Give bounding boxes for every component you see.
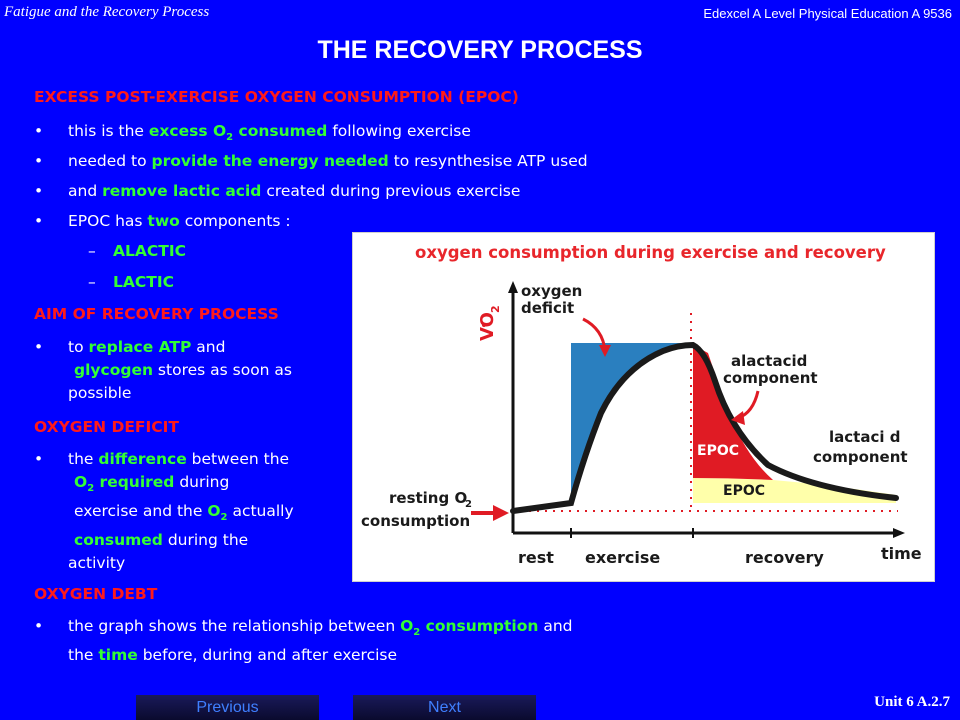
epoc-heading: EXCESS POST-EXERCISE OXYGEN CONSUMPTION … xyxy=(34,88,519,106)
deficit-heading: OXYGEN DEFICIT xyxy=(34,418,180,436)
debt-heading: OXYGEN DEBT xyxy=(34,585,158,603)
bullet-icon: • xyxy=(34,617,44,635)
bullet-icon: • xyxy=(34,122,44,140)
svg-text:2: 2 xyxy=(489,305,502,313)
x-label-exercise: exercise xyxy=(585,548,660,567)
debt-bullet: • the graph shows the relationship betwe… xyxy=(34,617,573,665)
bullet-icon: • xyxy=(34,450,44,468)
bullet-icon: • xyxy=(34,212,44,230)
label-resting-sub: 2 xyxy=(465,499,472,510)
label-alactacid-2: component xyxy=(723,369,818,387)
deficit-top-edge xyxy=(571,343,693,345)
diagram-title: oxygen consumption during exercise and r… xyxy=(415,243,886,262)
label-oxygen-deficit-1: oxygen xyxy=(521,282,582,300)
aim-bullet: • to replace ATP and glycogen stores as … xyxy=(34,338,293,402)
oxygen-deficit-area xyxy=(571,343,693,503)
label-alactacid-1: alactacid xyxy=(731,352,807,370)
next-button[interactable]: Next xyxy=(353,695,536,720)
label-oxygen-deficit-2: deficit xyxy=(521,299,574,317)
course-title: Edexcel A Level Physical Education A 953… xyxy=(703,6,952,21)
bullet-icon: • xyxy=(34,338,44,356)
deficit-bullet: • the difference between the O2 required… xyxy=(34,450,294,573)
label-lactacid-1: lactaci d xyxy=(829,428,900,446)
svg-text:VO: VO xyxy=(477,312,498,341)
bullet-icon: • xyxy=(34,152,44,170)
epoc-bullet-3: •and remove lactic acid created during p… xyxy=(34,178,520,204)
label-resting-1: resting O xyxy=(389,489,467,507)
label-resting-2: consumption xyxy=(361,512,470,530)
page-title: THE RECOVERY PROCESS xyxy=(317,36,643,64)
epoc-bullet-2: •needed to provide the energy needed to … xyxy=(34,148,588,174)
aim-heading: AIM OF RECOVERY PROCESS xyxy=(34,305,279,323)
x-label-recovery: recovery xyxy=(745,548,824,567)
previous-button[interactable]: Previous xyxy=(136,695,319,720)
epoc-bullet-4: •EPOC has two components : xyxy=(34,208,291,234)
unit-label: Unit 6 A.2.7 xyxy=(874,694,950,710)
section-title: Fatigue and the Recovery Process xyxy=(4,4,210,20)
component-alactic: –ALACTIC xyxy=(88,242,186,260)
x-label-rest: rest xyxy=(518,548,554,567)
oxygen-consumption-curve xyxy=(510,341,899,514)
x-label-time: time xyxy=(881,544,922,563)
epoc-label-lactacid: EPOC xyxy=(723,483,765,499)
label-lactacid-2: component xyxy=(813,448,908,466)
y-axis-label: VO 2 xyxy=(477,305,502,341)
component-lactic: –LACTIC xyxy=(88,273,174,291)
lactacid-component-area xyxy=(693,478,896,503)
oxygen-consumption-diagram: oxygen consumption during exercise and r… xyxy=(352,232,935,582)
epoc-label-alactacid: EPOC xyxy=(697,443,739,459)
bullet-icon: • xyxy=(34,182,44,200)
epoc-bullet-1: •this is the excess O2 consumed followin… xyxy=(34,118,471,151)
